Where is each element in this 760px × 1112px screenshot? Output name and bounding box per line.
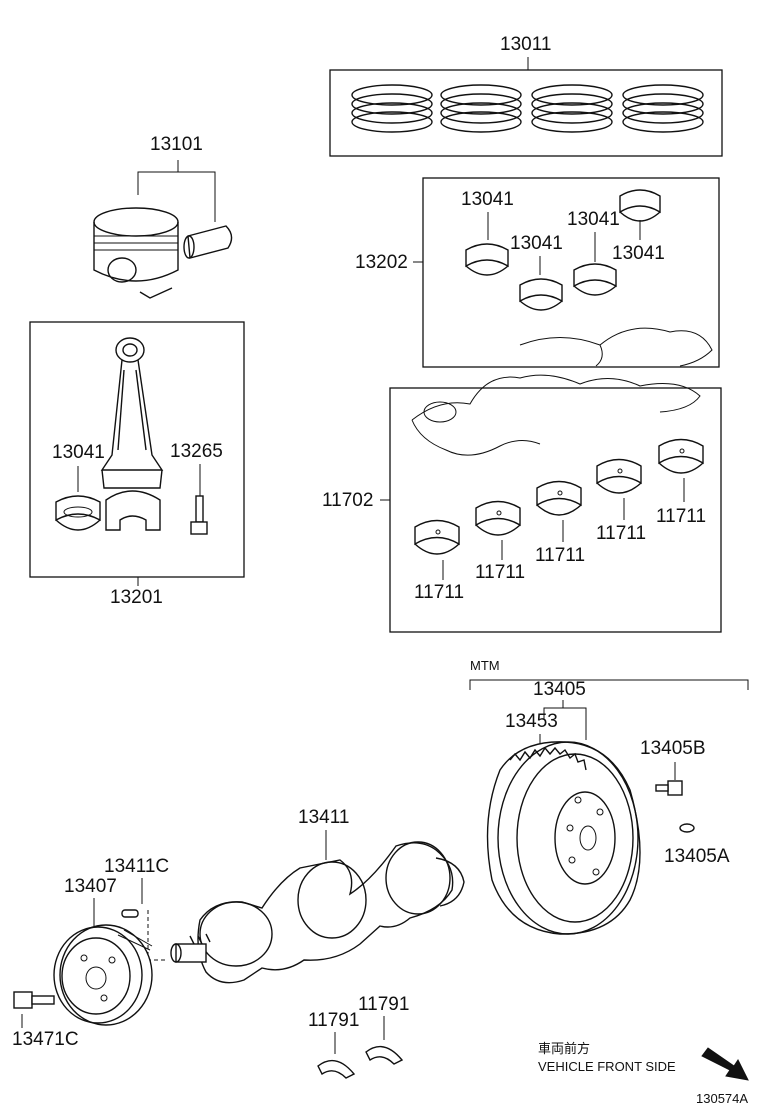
crank-bearing-group: 11702 11711 11711 11711	[322, 374, 722, 633]
front-arrow-icon	[701, 1047, 749, 1081]
label-13453[interactable]: 13453	[505, 711, 558, 732]
connecting-rod-box	[29, 321, 245, 578]
upper-bearing-group: 13202 13041 13041 13041 13041	[355, 177, 720, 368]
upper-bearing-a	[465, 243, 509, 276]
upper-bearing-c	[573, 263, 617, 296]
piston-rings-box	[329, 69, 723, 157]
label-11711-3[interactable]: 11711	[535, 545, 585, 566]
crank-bearing-box	[389, 387, 722, 633]
label-13405b[interactable]: 13405B	[640, 738, 706, 759]
piston-group: 13101	[93, 134, 233, 299]
label-13041-c[interactable]: 13041	[567, 209, 620, 230]
piston-pin	[183, 225, 233, 259]
crank-bearing-3	[536, 480, 582, 516]
label-11711-4[interactable]: 11711	[596, 523, 646, 544]
thrust-washer-left	[317, 1059, 356, 1079]
label-13202[interactable]: 13202	[355, 252, 408, 273]
flywheel-bolt	[655, 780, 683, 796]
crank-bearing-4	[596, 458, 642, 494]
upper-bearing-d	[619, 189, 661, 222]
direction-label-jp: 車両前方	[538, 1041, 590, 1057]
label-13041-d[interactable]: 13041	[612, 243, 665, 264]
label-11711-5[interactable]: 11711	[656, 506, 706, 527]
piston-ring-set-1	[351, 84, 433, 133]
piston-ring-set-3	[531, 84, 613, 133]
piston-rings-group: 13011	[329, 34, 723, 157]
connecting-rod-group: 13041 13265 13201	[29, 321, 245, 608]
label-13101[interactable]: 13101	[150, 134, 203, 155]
label-13471c[interactable]: 13471C	[12, 1029, 79, 1050]
crankshaft	[170, 841, 465, 984]
crank-bearing-2	[475, 500, 521, 536]
upper-bearing-box	[422, 177, 720, 368]
thrust-washer-right	[365, 1045, 404, 1065]
crankshaft-group: 13411 13411C	[104, 807, 465, 984]
label-13041-a[interactable]: 13041	[461, 189, 514, 210]
crank-key	[121, 909, 139, 918]
label-11702[interactable]: 11702	[322, 490, 373, 511]
crank-pulley	[53, 924, 153, 1026]
direction-indicator: 車両前方 VEHICLE FRONT SIDE	[538, 1041, 749, 1081]
flywheel-pin	[679, 823, 695, 833]
label-11711-1[interactable]: 11711	[414, 582, 464, 603]
crank-bearing-1	[414, 519, 460, 555]
label-13405a[interactable]: 13405A	[664, 846, 730, 867]
pulley-bolt	[13, 991, 55, 1009]
label-13407[interactable]: 13407	[64, 876, 117, 897]
label-13411[interactable]: 13411	[298, 807, 349, 828]
connecting-rod	[100, 337, 164, 489]
piston-ring-set-4	[622, 84, 704, 133]
rod-bearing	[55, 495, 101, 531]
label-13405[interactable]: 13405	[533, 679, 586, 700]
upper-bearing-b	[519, 278, 563, 311]
pulley-group: 13407 13471C	[12, 876, 153, 1050]
label-13041-rod[interactable]: 13041	[52, 442, 105, 463]
thrust-washer-group: 11791 11791	[308, 994, 409, 1079]
label-11711-2[interactable]: 11711	[475, 562, 525, 583]
label-mtm[interactable]: MTM	[470, 658, 500, 673]
rod-bolt	[190, 495, 208, 535]
label-11791-left[interactable]: 11791	[308, 1010, 359, 1031]
label-13041-b[interactable]: 13041	[510, 233, 563, 254]
label-13201[interactable]: 13201	[110, 587, 163, 608]
label-11791-right[interactable]: 11791	[358, 994, 409, 1015]
figure-id: 130574A	[696, 1091, 748, 1106]
crank-bearing-5	[658, 438, 704, 474]
label-13011[interactable]: 13011	[500, 34, 551, 55]
crankshaft-ghost-upper	[519, 327, 713, 367]
label-13411c[interactable]: 13411C	[104, 856, 169, 877]
crankshaft-ghost-lower	[411, 374, 701, 456]
piston-ring-set-2	[440, 84, 522, 133]
label-13265[interactable]: 13265	[170, 441, 223, 462]
piston	[93, 207, 179, 299]
flywheel-group: MTM 13405 13453 13405B 13405A	[469, 658, 749, 935]
rod-cap	[105, 490, 161, 531]
direction-label-en: VEHICLE FRONT SIDE	[538, 1059, 676, 1074]
flywheel	[486, 741, 641, 935]
